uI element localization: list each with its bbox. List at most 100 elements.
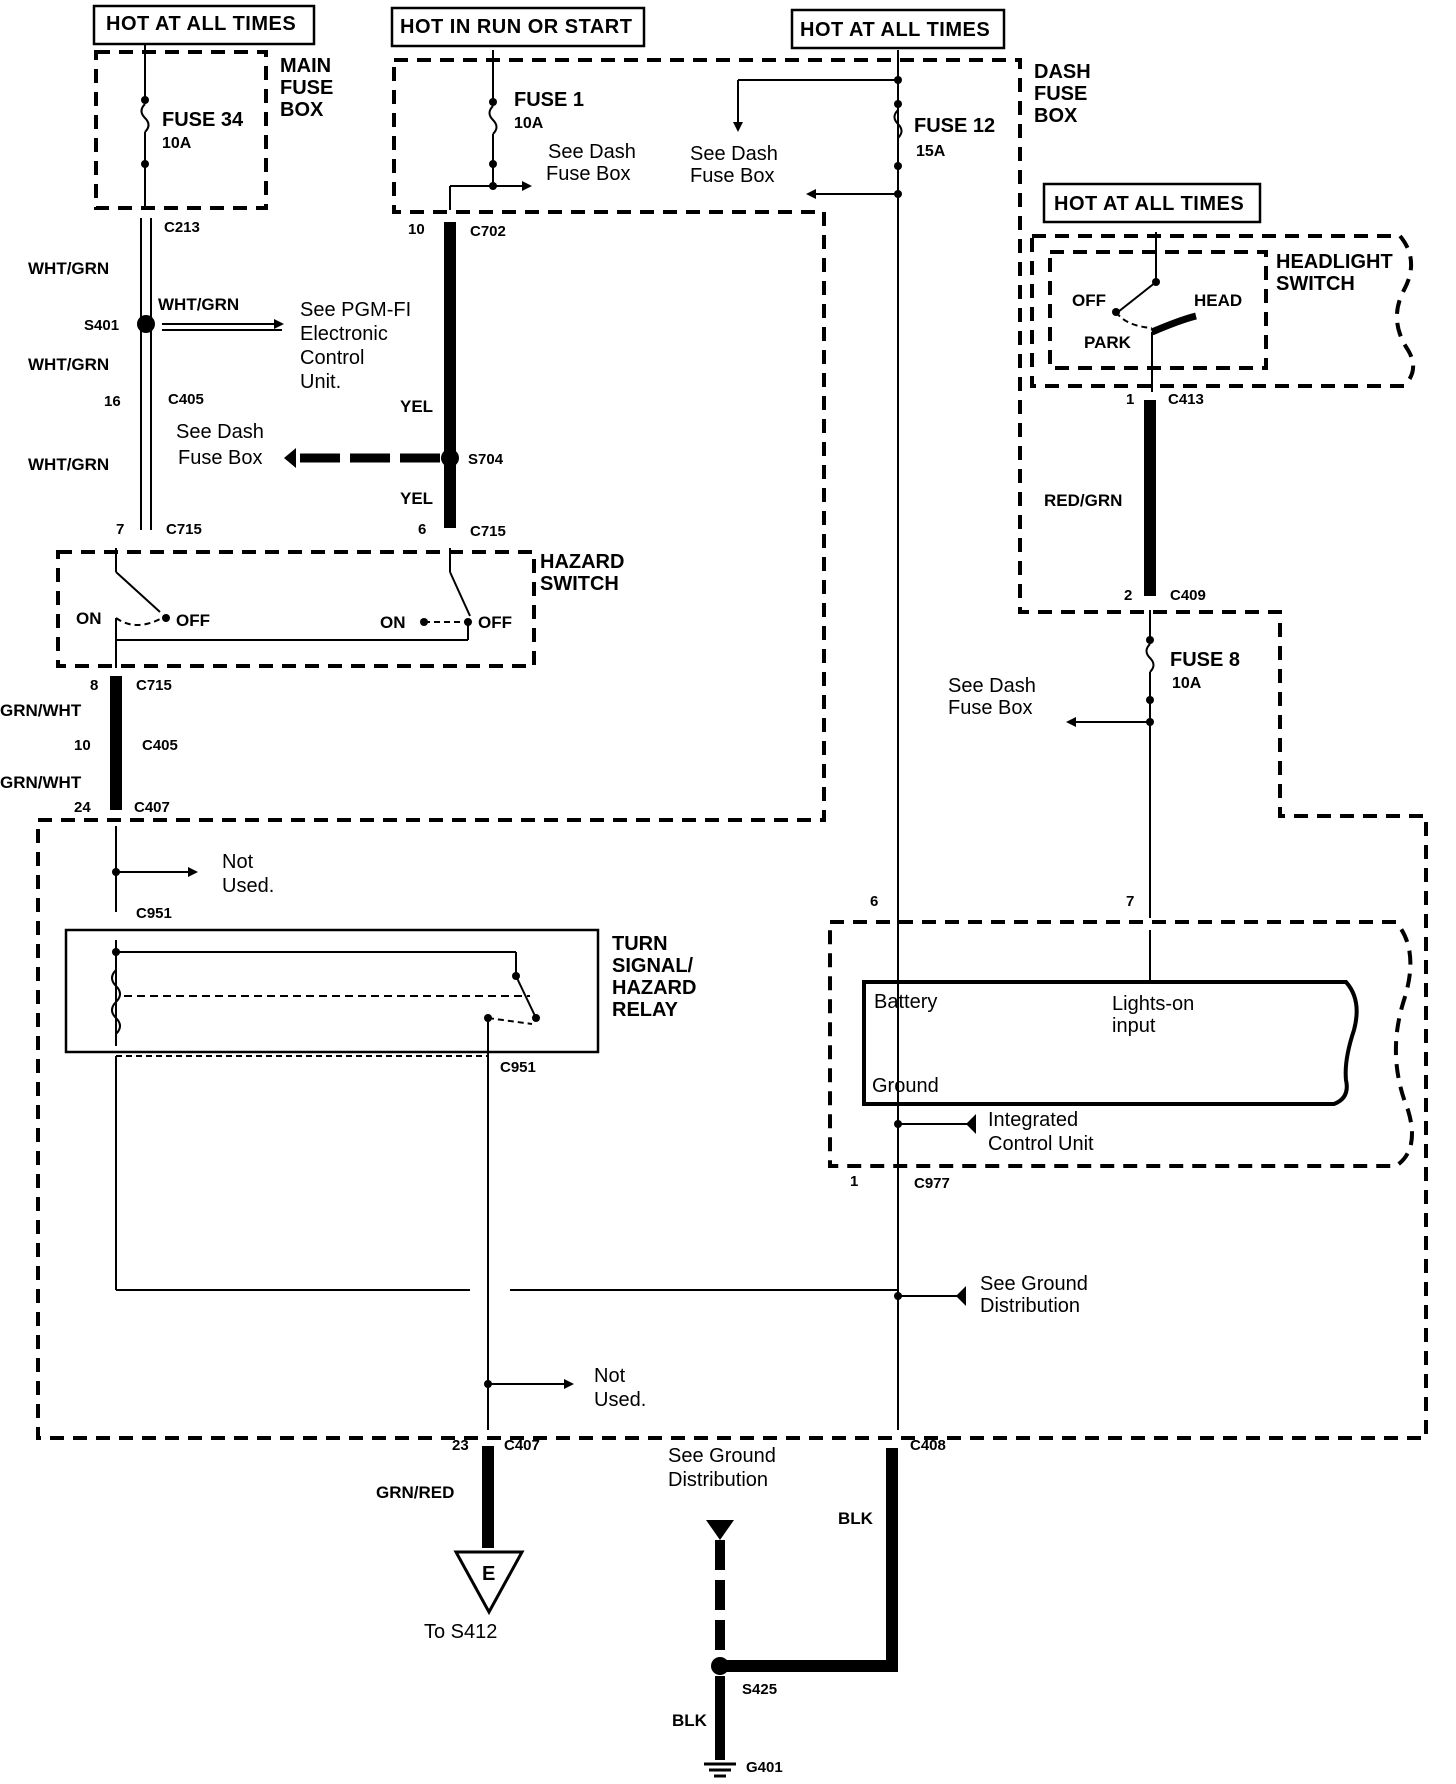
svg-text:16: 16 xyxy=(104,393,121,410)
svg-text:7: 7 xyxy=(1126,893,1134,910)
svg-text:C951: C951 xyxy=(136,905,172,922)
fuse12-rating: 15A xyxy=(916,143,946,160)
icu-ground-label: Ground xyxy=(872,1075,939,1097)
svg-text:Unit.: Unit. xyxy=(300,371,341,393)
svg-text:Fuse Box: Fuse Box xyxy=(178,447,262,469)
icu-battery-label: Battery xyxy=(874,991,937,1013)
turn-signal-relay xyxy=(64,928,600,1054)
svg-text:Fuse Box: Fuse Box xyxy=(690,165,774,187)
see-dash-fuse-box-ref-1: See Dash Fuse Box xyxy=(546,141,636,185)
svg-text:C405: C405 xyxy=(168,391,204,408)
svg-text:HOT AT ALL TIMES: HOT AT ALL TIMES xyxy=(800,19,990,41)
svg-text:C405: C405 xyxy=(142,737,178,754)
svg-text:Electronic: Electronic xyxy=(300,323,388,345)
svg-text:MAIN: MAIN xyxy=(280,55,331,77)
svg-text:ON: ON xyxy=(380,613,406,632)
integrated-control-unit xyxy=(862,980,1359,1106)
svg-text:Lights-on: Lights-on xyxy=(1112,993,1194,1015)
hazard-switch-outline xyxy=(56,550,536,668)
svg-text:See Dash: See Dash xyxy=(548,141,636,163)
s425-splice xyxy=(711,1657,729,1675)
relay-coil xyxy=(111,969,121,1035)
icu-outer-outline xyxy=(828,920,1414,1168)
svg-text:Used.: Used. xyxy=(222,875,274,897)
headlight-switch-inner xyxy=(1048,250,1268,370)
svg-text:C408: C408 xyxy=(910,1437,946,1454)
wht-grn-wire xyxy=(140,218,152,530)
see-ground-distribution-ref-1: See Ground Distribution xyxy=(980,1273,1088,1317)
svg-text:C977: C977 xyxy=(914,1175,950,1192)
dash-fuse-box-outline xyxy=(36,58,1428,1440)
headlight-switch-outer xyxy=(1030,234,1416,388)
svg-text:10: 10 xyxy=(408,221,425,238)
svg-text:C951: C951 xyxy=(500,1059,536,1076)
svg-text:Fuse Box: Fuse Box xyxy=(948,697,1032,719)
svg-text:C413: C413 xyxy=(1168,391,1204,408)
fuse12-label: FUSE 12 xyxy=(914,115,995,137)
svg-text:TURN: TURN xyxy=(612,933,668,955)
svg-text:See PGM-FI: See PGM-FI xyxy=(300,299,411,321)
svg-text:1: 1 xyxy=(850,1173,858,1190)
svg-text:BOX: BOX xyxy=(1034,105,1078,127)
svg-text:C715: C715 xyxy=(470,523,506,540)
hot-label-main: HOT AT ALL TIMES xyxy=(92,4,316,46)
see-dash-fuse-box-ref-4: See Dash Fuse Box xyxy=(948,675,1036,719)
svg-text:HOT AT ALL TIMES: HOT AT ALL TIMES xyxy=(106,13,296,35)
fuse34-rating: 10A xyxy=(162,135,192,152)
ground-symbol-e xyxy=(453,1550,525,1616)
relay-label: TURN SIGNAL/ HAZARD RELAY xyxy=(612,933,696,1021)
fuse34-label: FUSE 34 xyxy=(162,109,244,131)
svg-text:RED/GRN: RED/GRN xyxy=(1044,491,1122,510)
svg-text:BOX: BOX xyxy=(280,99,324,121)
svg-text:HAZARD: HAZARD xyxy=(612,977,696,999)
svg-text:Not: Not xyxy=(594,1365,626,1387)
svg-text:S401: S401 xyxy=(84,317,119,334)
svg-text:C715: C715 xyxy=(136,677,172,694)
see-pgmfi-ref: See PGM-FI Electronic Control Unit. xyxy=(300,299,411,393)
fuse12-element xyxy=(893,109,903,139)
svg-text:YEL: YEL xyxy=(400,397,433,416)
svg-text:C409: C409 xyxy=(1170,587,1206,604)
svg-text:Distribution: Distribution xyxy=(668,1469,768,1491)
svg-text:6: 6 xyxy=(870,893,878,910)
fuse1-label: FUSE 1 xyxy=(514,89,584,111)
svg-text:WHT/GRN: WHT/GRN xyxy=(158,295,239,314)
svg-text:PARK: PARK xyxy=(1084,333,1132,352)
svg-text:DASH: DASH xyxy=(1034,61,1091,83)
svg-text:Used.: Used. xyxy=(594,1389,646,1411)
svg-text:Integrated: Integrated xyxy=(988,1109,1078,1131)
s401-splice xyxy=(137,315,155,333)
svg-text:SWITCH: SWITCH xyxy=(540,573,619,595)
hot-label-headlight: HOT AT ALL TIMES xyxy=(1042,182,1262,224)
not-used-ref-1: Not Used. xyxy=(222,851,274,897)
svg-text:RELAY: RELAY xyxy=(612,999,679,1021)
svg-text:GRN/WHT: GRN/WHT xyxy=(0,701,82,720)
svg-text:HOT IN RUN OR START: HOT IN RUN OR START xyxy=(400,16,632,38)
blk-wire xyxy=(720,1448,898,1672)
svg-text:24: 24 xyxy=(74,799,91,816)
to-s412-label: To S412 xyxy=(424,1621,497,1643)
fuse8-rating: 10A xyxy=(1172,675,1202,692)
fuse1-element xyxy=(488,105,498,135)
svg-text:OFF: OFF xyxy=(478,613,512,632)
hazard-switch-label: HAZARD SWITCH xyxy=(540,551,624,595)
svg-text:E: E xyxy=(482,1563,495,1585)
g401-ground-symbol xyxy=(704,1762,736,1778)
svg-text:HOT AT ALL TIMES: HOT AT ALL TIMES xyxy=(1054,193,1244,215)
svg-text:8: 8 xyxy=(90,677,98,694)
svg-text:C715: C715 xyxy=(166,521,202,538)
see-ground-distribution-ref-2: See Ground Distribution xyxy=(668,1445,776,1491)
icu-lights-on-label: Lights-on input xyxy=(1112,993,1194,1037)
svg-text:C407: C407 xyxy=(504,1437,540,1454)
svg-text:See Dash: See Dash xyxy=(948,675,1036,697)
svg-text:YEL: YEL xyxy=(400,489,433,508)
svg-text:Not: Not xyxy=(222,851,254,873)
svg-text:6: 6 xyxy=(418,521,426,538)
svg-text:GRN/RED: GRN/RED xyxy=(376,1483,454,1502)
svg-text:Fuse Box: Fuse Box xyxy=(546,163,630,185)
c213-label: C213 xyxy=(164,219,200,236)
svg-text:SIGNAL/: SIGNAL/ xyxy=(612,955,694,977)
fuse8-label: FUSE 8 xyxy=(1170,649,1240,671)
